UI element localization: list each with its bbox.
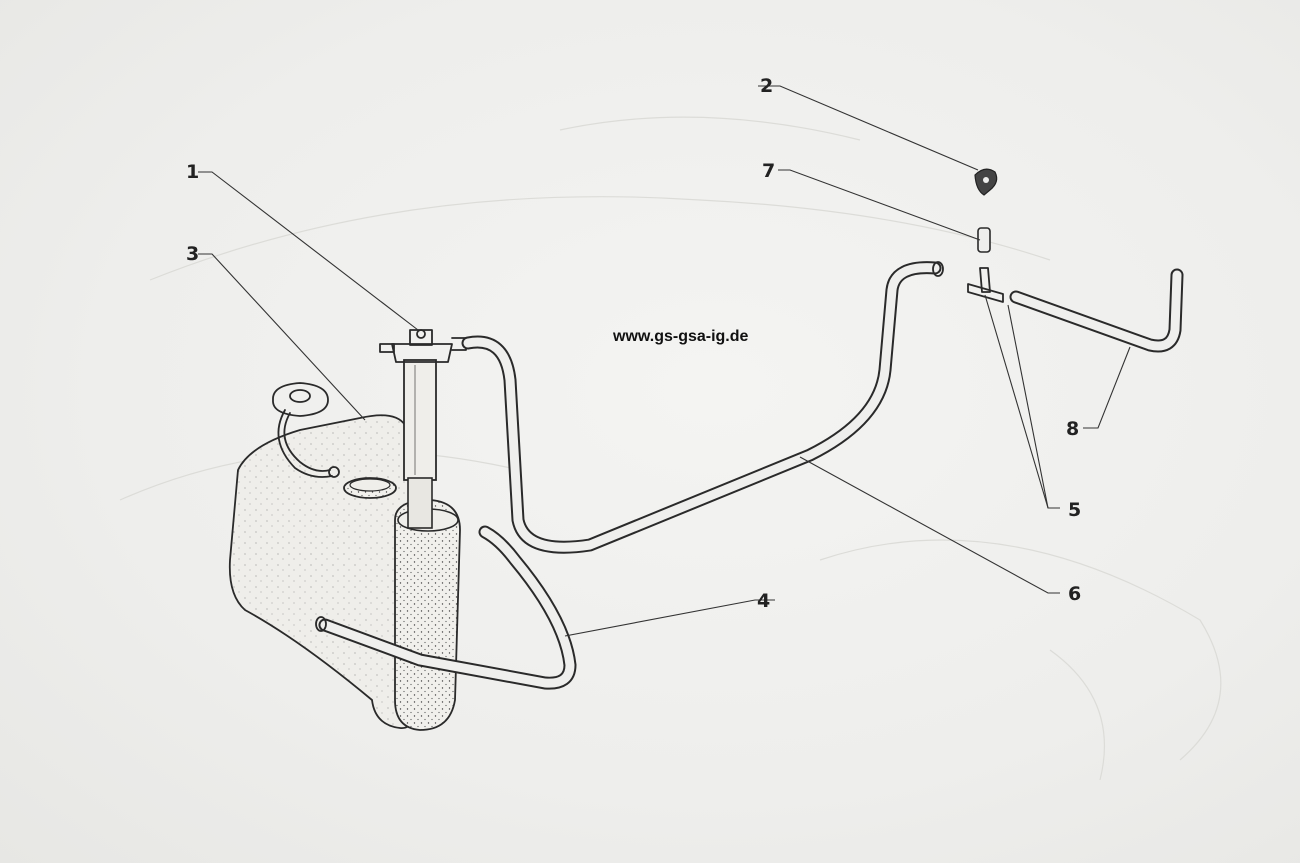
callout-2: 2 [760, 75, 773, 97]
t-piece [967, 267, 1004, 303]
washer-pump [379, 329, 467, 529]
washer-nozzle [974, 168, 998, 196]
callout-7: 7 [762, 160, 775, 182]
hose-nozzle [1009, 268, 1184, 353]
washer-reservoir [228, 414, 461, 731]
callout-numbers: 1 2 3 4 5 6 7 8 [186, 75, 1081, 612]
callout-5: 5 [1068, 499, 1081, 521]
callout-1: 1 [186, 161, 199, 183]
callout-8: 8 [1066, 418, 1079, 440]
reservoir-bracket [315, 525, 577, 690]
leader-lines [198, 85, 1131, 637]
watermark-url: www.gs-gsa-ig.de [612, 328, 749, 345]
callout-6: 6 [1068, 583, 1081, 605]
filler-cap [272, 382, 340, 478]
hose-main [461, 261, 944, 554]
connector-tube [977, 227, 991, 253]
callout-4: 4 [757, 590, 770, 612]
show-through-lines [119, 116, 1222, 781]
callout-3: 3 [186, 243, 199, 265]
